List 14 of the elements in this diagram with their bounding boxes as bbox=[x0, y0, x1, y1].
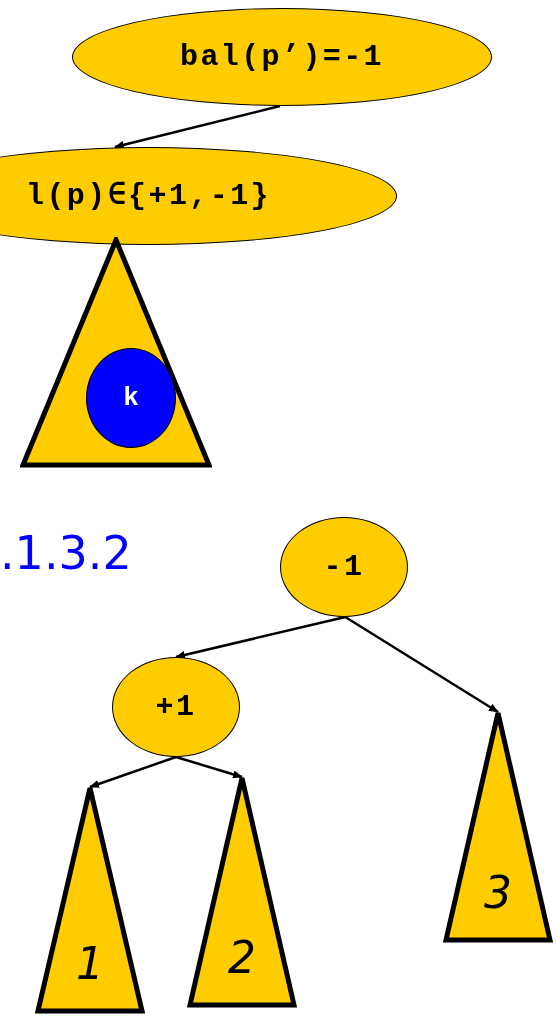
node-label: bal(p’)=-1 bbox=[180, 38, 384, 76]
arrow bbox=[114, 104, 281, 149]
node-label: l(p)∈{+1,-1} bbox=[26, 177, 271, 215]
arrow bbox=[344, 615, 499, 714]
arrow bbox=[89, 755, 177, 789]
subtree-number: 1 bbox=[75, 942, 105, 986]
node-label: +1 bbox=[155, 688, 197, 726]
arrow bbox=[175, 755, 243, 779]
subtree-number: 3 bbox=[483, 871, 513, 915]
subtree-number: 2 bbox=[227, 936, 257, 980]
section-number: .1.3.2 bbox=[0, 530, 132, 576]
node-label: -1 bbox=[323, 548, 365, 586]
arrow bbox=[175, 615, 346, 659]
node-label: k bbox=[123, 381, 139, 415]
